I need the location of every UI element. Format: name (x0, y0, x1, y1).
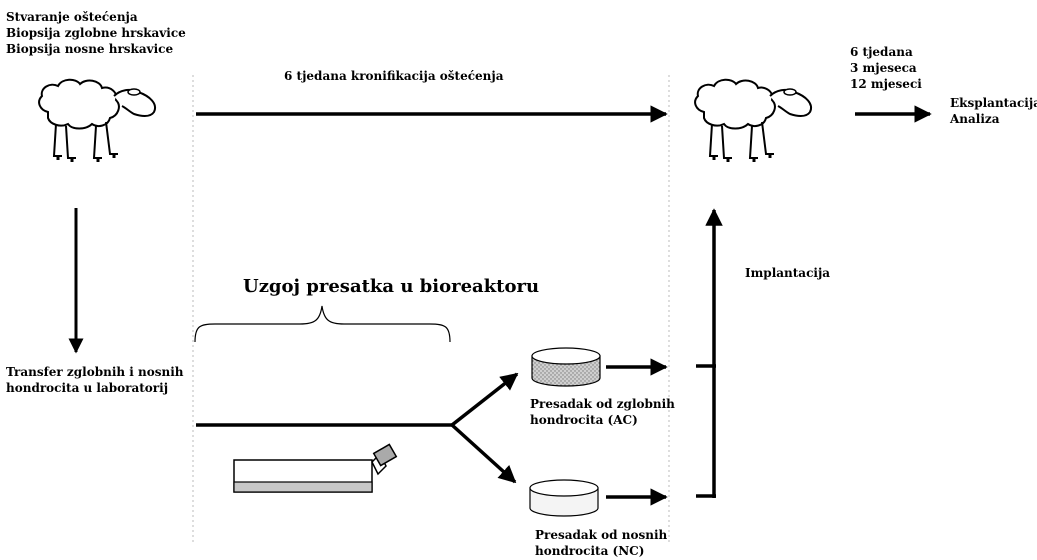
sheep-icon (37, 78, 157, 164)
timepoints: 6 tjedana 3 mjeseca 12 mjeseci (850, 44, 922, 92)
fork-arrow-ac (450, 372, 519, 427)
label-transfer-1: Transfer zglobnih i nosnih (6, 365, 184, 379)
label-articular-biopsy: Biopsija zglobne hrskavice (6, 26, 186, 40)
bioreactor-brace (194, 305, 451, 343)
label-explantation: Eksplantacija (950, 96, 1037, 110)
label-analysis: Analiza (950, 112, 1000, 126)
fork-arrow-nc (450, 423, 517, 484)
graft-disc-icon (531, 347, 601, 387)
implant-label: Implantacija (745, 266, 831, 280)
graft-nc-labels: Presadak od nosnih hondrocita (NC) (535, 527, 667, 559)
timepoint-12-months: 12 mjeseci (850, 77, 922, 91)
top-left-labels: Stvaranje oštećenja Biopsija zglobne hrs… (6, 9, 186, 57)
label-graft-nc-1: Presadak od nosnih (535, 528, 668, 542)
transfer-labels: Transfer zglobnih i nosnih hondrocita u … (6, 364, 184, 396)
label-transfer-2: hondrocita u laboratorij (6, 381, 169, 395)
label-nasal-biopsy: Biopsija nosne hrskavice (6, 42, 174, 56)
graft-ac-labels: Presadak od zglobnih hondrocita (AC) (530, 396, 675, 428)
timepoint-3-months: 3 mjeseca (850, 61, 917, 75)
label-graft-nc-2: hondrocita (NC) (535, 544, 645, 558)
culture-flask-icon (233, 443, 398, 493)
top-arrow-label: 6 tjedana kronifikacija oštećenja (284, 69, 504, 83)
end-labels: Eksplantacija Analiza (950, 95, 1037, 127)
timepoint-6-weeks: 6 tjedana (850, 45, 913, 59)
label-graft-ac-2: hondrocita (AC) (530, 413, 638, 427)
bioreactor-title: Uzgoj presatka u bioreaktoru (243, 276, 540, 297)
label-damage-creation: Stvaranje oštećenja (6, 10, 138, 24)
graft-disc-icon (529, 479, 599, 517)
sheep-icon (693, 78, 813, 164)
label-graft-ac-1: Presadak od zglobnih (530, 397, 675, 411)
